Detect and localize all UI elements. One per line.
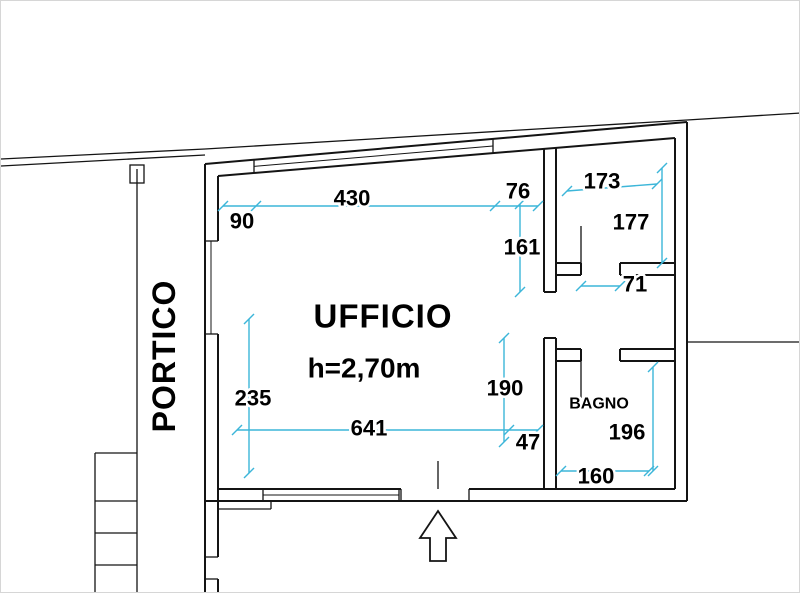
bathroom-wall: [556, 348, 675, 362]
entrance-arrow-icon: [418, 509, 458, 562]
dimension-labels: 430 90 76 161 173 177 71 235 190 641 47 …: [227, 166, 652, 491]
dim-door-width: 71: [623, 272, 647, 297]
portico-and-stairs: [94, 169, 138, 592]
dim-right-lower: 190: [487, 376, 524, 401]
dim-storage-width: 173: [584, 169, 621, 194]
storage-room-wall: [556, 262, 675, 276]
dim-left-opening: 235: [235, 386, 272, 411]
building-walls: [204, 121, 688, 592]
room-height-note: h=2,70m: [308, 353, 421, 384]
dim-corner: 47: [516, 430, 540, 455]
openings: [205, 138, 582, 580]
partition-wall: [543, 148, 557, 489]
room-label-ufficio: UFFICIO: [314, 298, 453, 335]
dim-bath-depth: 196: [609, 420, 646, 445]
entrance-arrow: [418, 509, 458, 562]
dim-bath-width: 160: [578, 464, 615, 489]
room-label-portico: PORTICO: [146, 280, 182, 433]
dim-room-width: 641: [351, 416, 388, 441]
dim-top-window: 430: [334, 186, 371, 211]
room-labels: PORTICO UFFICIO h=2,70m BAGNO: [144, 277, 632, 435]
room-label-bagno: BAGNO: [569, 396, 629, 413]
dim-top-right-pier: 76: [506, 179, 530, 204]
dim-top-left-pier: 90: [230, 209, 254, 234]
dimension-lines: [217, 162, 668, 479]
dim-right-upper: 161: [504, 235, 541, 260]
site-boundary-lines: [1, 112, 799, 343]
dim-storage-depth: 177: [613, 210, 650, 235]
